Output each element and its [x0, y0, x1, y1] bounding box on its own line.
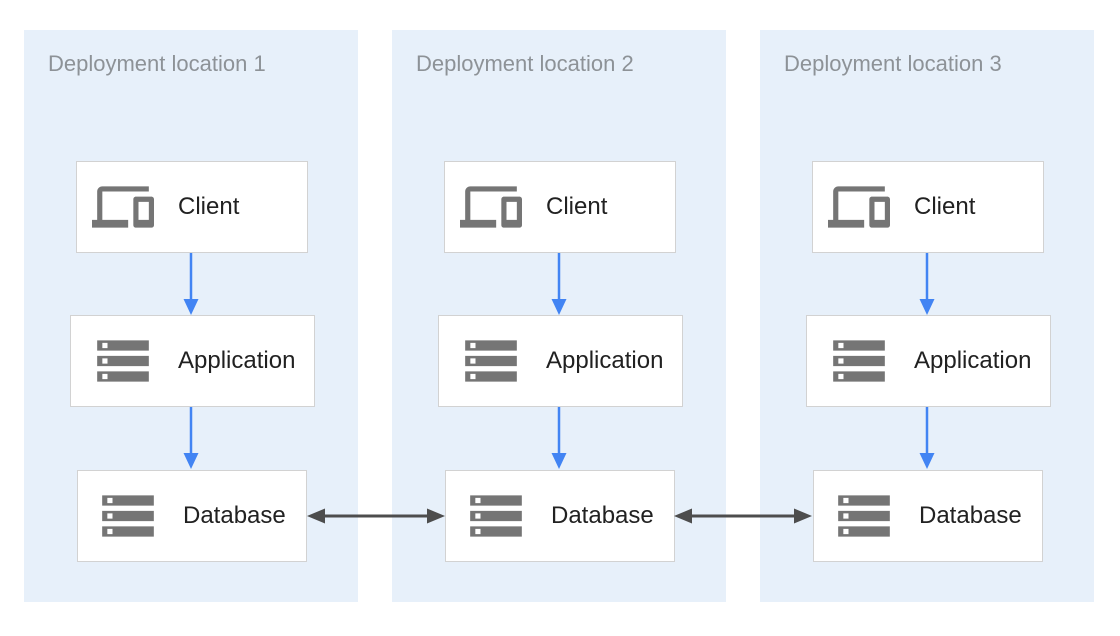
server-stack-icon	[97, 485, 159, 547]
flow-arrow-client-to-application	[183, 253, 199, 315]
database-node-label: Database	[919, 502, 1022, 529]
replication-arrow-db1-db2	[307, 508, 445, 524]
server-stack-icon	[465, 485, 527, 547]
devices-icon	[92, 176, 154, 238]
server-stack-icon	[833, 485, 895, 547]
client-node-label: Client	[546, 193, 608, 220]
application-node-label: Application	[914, 347, 1032, 374]
application-node-1: Application	[70, 315, 315, 407]
flow-arrow-application-to-database	[183, 407, 199, 469]
database-node-1: Database	[77, 470, 307, 562]
database-node-label: Database	[183, 502, 286, 529]
client-node-label: Client	[178, 193, 240, 220]
deployment-zone-1: Deployment location 1 Client Application	[24, 30, 358, 602]
application-node-label: Application	[546, 347, 664, 374]
client-node-2: Client	[444, 161, 676, 253]
deployment-zone-3-title: Deployment location 3	[784, 51, 1002, 76]
flow-arrow-application-to-database	[551, 407, 567, 469]
flow-arrow-client-to-application	[919, 253, 935, 315]
replication-arrow-db2-db3	[674, 508, 812, 524]
server-stack-icon	[460, 330, 522, 392]
deployment-zone-3: Deployment location 3 Client Application	[760, 30, 1094, 602]
devices-icon	[828, 176, 890, 238]
client-node-label: Client	[914, 193, 976, 220]
flow-arrow-client-to-application	[551, 253, 567, 315]
database-node-label: Database	[551, 502, 654, 529]
deployment-zone-1-title: Deployment location 1	[48, 51, 266, 76]
application-node-label: Application	[178, 347, 296, 374]
flow-arrow-application-to-database	[919, 407, 935, 469]
database-node-2: Database	[445, 470, 675, 562]
deployment-zone-2-title: Deployment location 2	[416, 51, 634, 76]
application-node-3: Application	[806, 315, 1051, 407]
client-node-3: Client	[812, 161, 1044, 253]
database-node-3: Database	[813, 470, 1043, 562]
deployment-zone-2: Deployment location 2 Client Application	[392, 30, 726, 602]
server-stack-icon	[828, 330, 890, 392]
application-node-2: Application	[438, 315, 683, 407]
server-stack-icon	[92, 330, 154, 392]
client-node-1: Client	[76, 161, 308, 253]
devices-icon	[460, 176, 522, 238]
